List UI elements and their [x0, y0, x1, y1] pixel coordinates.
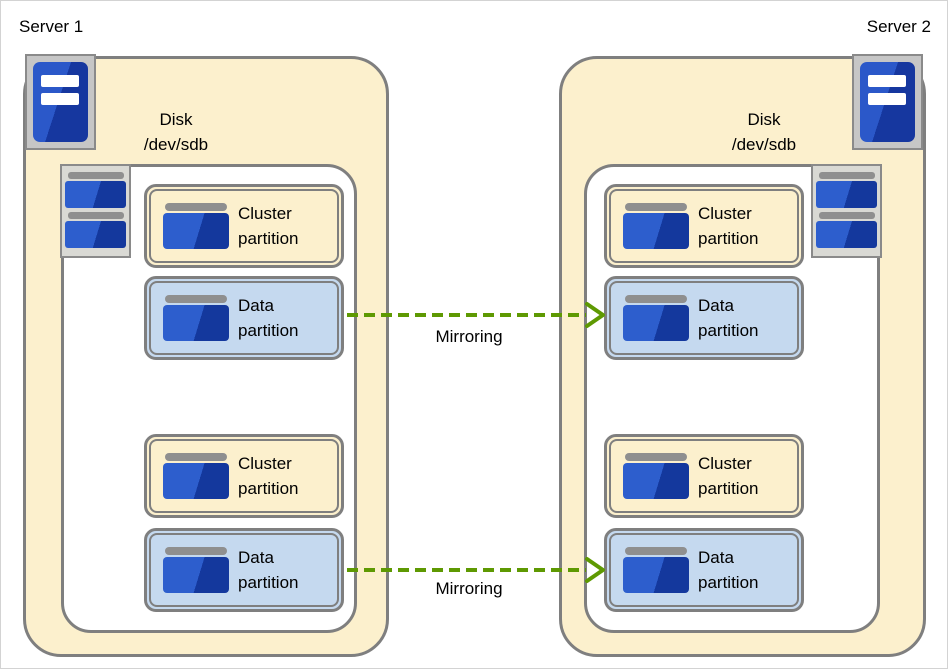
server-icon [25, 54, 96, 150]
partition-icon [163, 453, 229, 499]
server-2-cluster-partition-box: Cluster partition [604, 434, 804, 518]
partition-icon [163, 547, 229, 593]
server-2-cluster-partition-box: Cluster partition [604, 184, 804, 268]
partition-label: Data partition [698, 296, 759, 340]
partition-icon-bar [625, 203, 687, 211]
partition-box-inner: Data partition [149, 281, 339, 355]
partition-icon-disk [623, 463, 689, 499]
server-1-label: Server 1 [19, 17, 84, 36]
partition-label: Cluster partition [238, 204, 299, 248]
server-tower [860, 62, 915, 142]
partition-icon-disk [163, 557, 229, 593]
partition-icon-bar [625, 295, 687, 303]
mirroring-label: Mirroring [435, 327, 503, 346]
partition-icon-disk [623, 557, 689, 593]
disk-drive [65, 221, 126, 248]
server-tower-slot [868, 93, 906, 105]
partition-label: Cluster partition [698, 204, 759, 248]
partition-box-inner: Data partition [149, 533, 339, 607]
server-tower [33, 62, 88, 142]
partition-box-inner: Data partition [609, 533, 799, 607]
partition-icon [623, 547, 689, 593]
server-1-disk-label: Disk /dev/sdb [144, 107, 208, 157]
partition-icon-bar [165, 547, 227, 555]
partition-icon-disk [163, 305, 229, 341]
partition-icon [163, 295, 229, 341]
partition-box-inner: Cluster partition [609, 439, 799, 513]
disk-stack-icon [811, 164, 882, 258]
server-tower-slot [868, 75, 906, 87]
server-1-data-partition-box: Data partition [144, 528, 344, 612]
disk-stack-icon [60, 164, 131, 258]
server-2-disk-label: Disk /dev/sdb [732, 107, 796, 157]
partition-label: Data partition [238, 548, 299, 592]
disk-bar [67, 212, 124, 219]
partition-label: Cluster partition [698, 454, 759, 498]
partition-icon [623, 453, 689, 499]
disk-bar [818, 212, 875, 219]
partition-label: Data partition [698, 548, 759, 592]
server-1-cluster-partition-box: Cluster partition [144, 434, 344, 518]
server-2-label: Server 2 [866, 17, 931, 36]
partition-icon-disk [623, 305, 689, 341]
partition-icon-bar [625, 453, 687, 461]
partition-box-inner: Data partition [609, 281, 799, 355]
partition-label: Data partition [238, 296, 299, 340]
disk-drive [65, 181, 126, 208]
partition-label: Cluster partition [238, 454, 299, 498]
partition-icon [623, 203, 689, 249]
disk-device: /dev/sdb [731, 135, 797, 154]
partition-icon-disk [623, 213, 689, 249]
server-tower-slot [41, 93, 79, 105]
server-1-data-partition-box: Data partition [144, 276, 344, 360]
server-icon [852, 54, 923, 150]
server-1-cluster-partition-box: Cluster partition [144, 184, 344, 268]
server-tower-slot [41, 75, 79, 87]
disk-title: Disk [747, 110, 781, 129]
partition-box-inner: Cluster partition [149, 439, 339, 513]
disk-drive [816, 221, 877, 248]
partition-box-inner: Cluster partition [149, 189, 339, 263]
partition-icon-bar [625, 547, 687, 555]
partition-icon [623, 295, 689, 341]
disk-bar [67, 172, 124, 179]
partition-icon [163, 203, 229, 249]
server-2-data-partition-box: Data partition [604, 528, 804, 612]
partition-icon-disk [163, 213, 229, 249]
disk-drive [816, 181, 877, 208]
server-2-data-partition-box: Data partition [604, 276, 804, 360]
disk-device: /dev/sdb [143, 135, 209, 154]
partition-icon-bar [165, 203, 227, 211]
partition-icon-bar [165, 295, 227, 303]
mirroring-label: Mirroring [435, 579, 503, 598]
disk-bar [818, 172, 875, 179]
partition-box-inner: Cluster partition [609, 189, 799, 263]
disk-title: Disk [159, 110, 193, 129]
partition-icon-bar [165, 453, 227, 461]
partition-icon-disk [163, 463, 229, 499]
